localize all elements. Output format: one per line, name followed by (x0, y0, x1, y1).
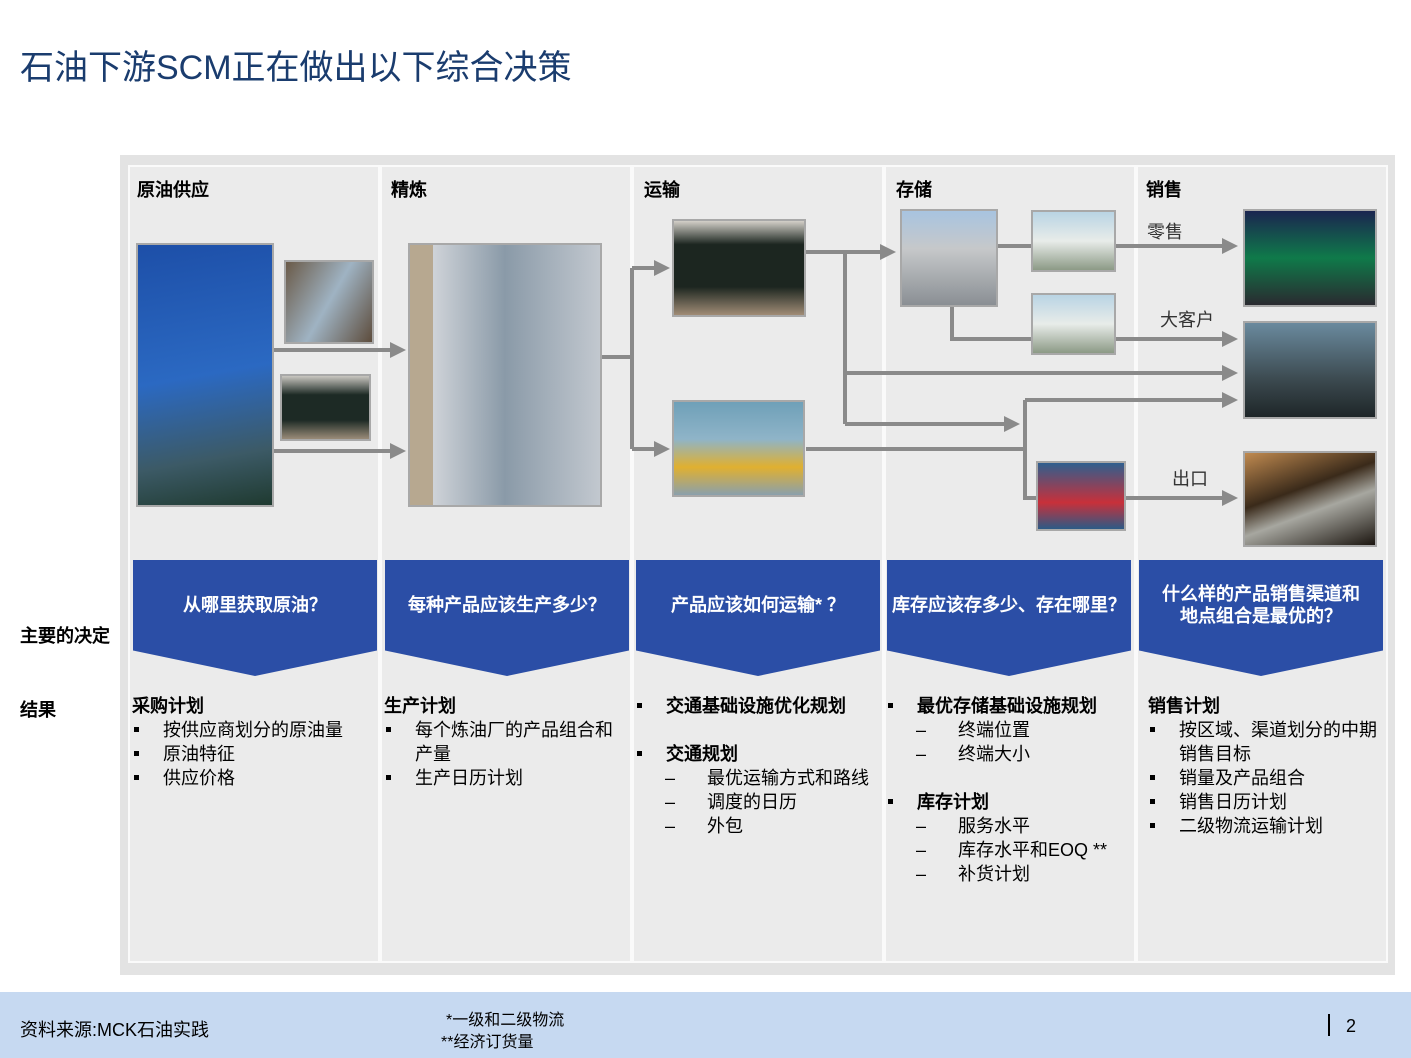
oil-pumpjack-photo (136, 243, 274, 507)
result-item: 终端位置 (886, 718, 1134, 742)
pipeline-photo (284, 260, 374, 344)
result-heading: 交通基础设施优化规划 (635, 694, 875, 718)
decision-chevron: 从哪里获取原油？ (133, 560, 377, 676)
retail-label: 零售 (1147, 222, 1183, 242)
result-heading: 销售计划 (1148, 696, 1220, 716)
gas-station-photo (1243, 209, 1377, 307)
result-item: 销售日历计划 (1148, 790, 1378, 814)
column-heading: 存储 (896, 180, 932, 200)
rail-tank-car-photo (280, 374, 371, 441)
column-heading: 销售 (1146, 180, 1182, 200)
result-item: 补货计划 (886, 862, 1134, 886)
tanker-truck-photo (1031, 210, 1116, 272)
result-item: 按供应商划分的原油量 (132, 718, 372, 742)
results-transport: 交通基础设施优化规划 交通规划 最优运输方式和路线 调度的日历 外包 (635, 694, 875, 838)
result-item: 生产日历计划 (384, 766, 624, 790)
column-heading: 运输 (644, 180, 680, 200)
result-item: 按区域、渠道划分的中期销售目标 (1148, 718, 1378, 766)
result-item: 最优运输方式和路线 (635, 766, 875, 790)
results-row-label: 结果 (20, 700, 56, 720)
decision-chevron: 什么样的产品销售渠道和地点组合是最优的？ (1139, 560, 1383, 676)
result-item: 库存水平和EOQ ** (886, 838, 1134, 862)
pipeline-station-photo (672, 400, 805, 497)
result-item: 服务水平 (886, 814, 1134, 838)
result-heading: 采购计划 (132, 696, 204, 716)
footnote-eoq: **经济订货量 (441, 1034, 534, 1051)
footnote-logistics: *一级和二级物流 (446, 1012, 565, 1029)
column-heading: 原油供应 (137, 180, 209, 200)
key-account-label: 大客户 (1160, 310, 1214, 330)
result-item: 供应价格 (132, 766, 372, 790)
source-note: 资料来源:MCK石油实践 (20, 1020, 209, 1040)
decision-chevron: 产品应该如何运输* ？ (636, 560, 880, 676)
result-item: 外包 (635, 814, 875, 838)
tanker-truck-photo (1031, 293, 1116, 355)
industrial-plant-photo (1243, 321, 1377, 419)
result-item: 销量及产品组合 (1148, 766, 1378, 790)
tanker-ship-photo (1036, 461, 1126, 531)
results-sales: 销售计划 按区域、渠道划分的中期销售目标 销量及产品组合 销售日历计划 二级物流… (1148, 694, 1378, 838)
refinery-tower-photo (408, 243, 602, 507)
result-heading: 生产计划 (384, 696, 456, 716)
result-item: 原油特征 (132, 742, 372, 766)
export-pipeline-photo (1243, 451, 1377, 547)
result-heading: 最优存储基础设施规划 (886, 694, 1134, 718)
results-refining: 生产计划 每个炼油厂的产品组合和产量 生产日历计划 (384, 694, 624, 790)
results-storage: 最优存储基础设施规划 终端位置 终端大小 库存计划 服务水平 库存水平和EOQ … (886, 694, 1134, 886)
results-supply: 采购计划 按供应商划分的原油量 原油特征 供应价格 (132, 694, 372, 790)
page-number: 2 (1346, 1016, 1357, 1036)
page-title: 石油下游SCM正在做出以下综合决策 (20, 49, 572, 87)
page-divider (1328, 1014, 1330, 1036)
decision-chevron: 库存应该存多少、存在哪里？ (887, 560, 1131, 676)
result-heading: 库存计划 (886, 790, 1134, 814)
rail-tank-car-photo (672, 219, 806, 317)
decisions-row-label: 主要的决定 (20, 626, 110, 646)
footer-bar (0, 992, 1411, 1058)
column-heading: 精炼 (391, 180, 427, 200)
decision-chevron: 每种产品应该生产多少？ (385, 560, 629, 676)
result-item: 调度的日历 (635, 790, 875, 814)
result-item: 二级物流运输计划 (1148, 814, 1378, 838)
export-label: 出口 (1172, 469, 1208, 489)
result-item: 每个炼油厂的产品组合和产量 (384, 718, 624, 766)
storage-tanks-photo (900, 209, 998, 307)
result-item: 终端大小 (886, 742, 1134, 766)
result-heading: 交通规划 (635, 742, 875, 766)
